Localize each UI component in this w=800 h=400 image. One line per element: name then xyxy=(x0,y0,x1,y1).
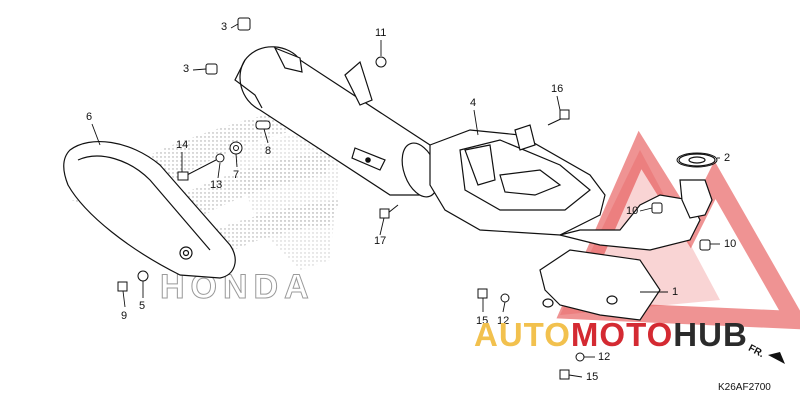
front-arrow xyxy=(768,352,785,364)
muffler-protector xyxy=(63,140,236,279)
bolt-17-head xyxy=(379,208,390,219)
watermark-auto: AUTO xyxy=(474,316,571,353)
callout-14: 14 xyxy=(176,139,189,151)
clamp-10b xyxy=(699,239,711,251)
callout-6: 6 xyxy=(86,111,93,123)
callout-8: 8 xyxy=(265,145,272,157)
bolt-15a xyxy=(477,288,488,299)
rubber-cap-3b xyxy=(205,63,218,75)
diagram-code: K26AF2700 xyxy=(718,382,771,393)
callout-15a: 15 xyxy=(476,315,489,327)
callout-4: 4 xyxy=(470,97,477,109)
bolt-14-shank xyxy=(184,159,217,177)
callout-15b: 15 xyxy=(586,371,599,383)
hardware xyxy=(117,17,718,380)
leader-lines xyxy=(91,23,720,378)
callout-7: 7 xyxy=(233,169,240,181)
washer-13 xyxy=(215,153,225,163)
watermark-hub: HUB xyxy=(673,316,748,353)
washer-12a xyxy=(500,293,510,303)
washer-5 xyxy=(137,270,149,282)
muffler xyxy=(234,46,440,198)
bolt-9 xyxy=(117,281,128,292)
callout-12b: 12 xyxy=(598,351,611,363)
callout-9: 9 xyxy=(121,310,128,322)
watermark-moto: MOTO xyxy=(570,316,674,353)
callout-1: 1 xyxy=(672,286,679,298)
watermark-text: AUTOMOTOHUB xyxy=(474,318,748,352)
rubber-cap-3a xyxy=(237,17,251,31)
callout-13: 13 xyxy=(210,179,223,191)
nut-11 xyxy=(375,56,387,68)
collar-8 xyxy=(255,120,271,130)
bolt-15b xyxy=(559,369,570,380)
callout-17: 17 xyxy=(374,235,387,247)
callout-3b: 3 xyxy=(183,63,190,75)
exhaust-pipe-protector xyxy=(429,124,606,236)
bolt-16-head xyxy=(559,109,570,120)
callout-3a: 3 xyxy=(221,21,228,33)
callout-10b: 10 xyxy=(724,238,737,250)
callout-12a: 12 xyxy=(497,315,510,327)
callout-11: 11 xyxy=(375,27,387,39)
gasket-2 xyxy=(676,152,718,168)
bolt-14-head xyxy=(177,171,189,181)
clamp-10a xyxy=(651,202,663,214)
callout-16: 16 xyxy=(551,83,564,95)
bolt-17-shank xyxy=(387,204,399,214)
callout-2: 2 xyxy=(724,152,731,164)
exhaust-pipe xyxy=(539,153,716,321)
callout-10a: 10 xyxy=(626,205,639,217)
washer-12b xyxy=(575,352,585,362)
callout-5: 5 xyxy=(139,300,146,312)
